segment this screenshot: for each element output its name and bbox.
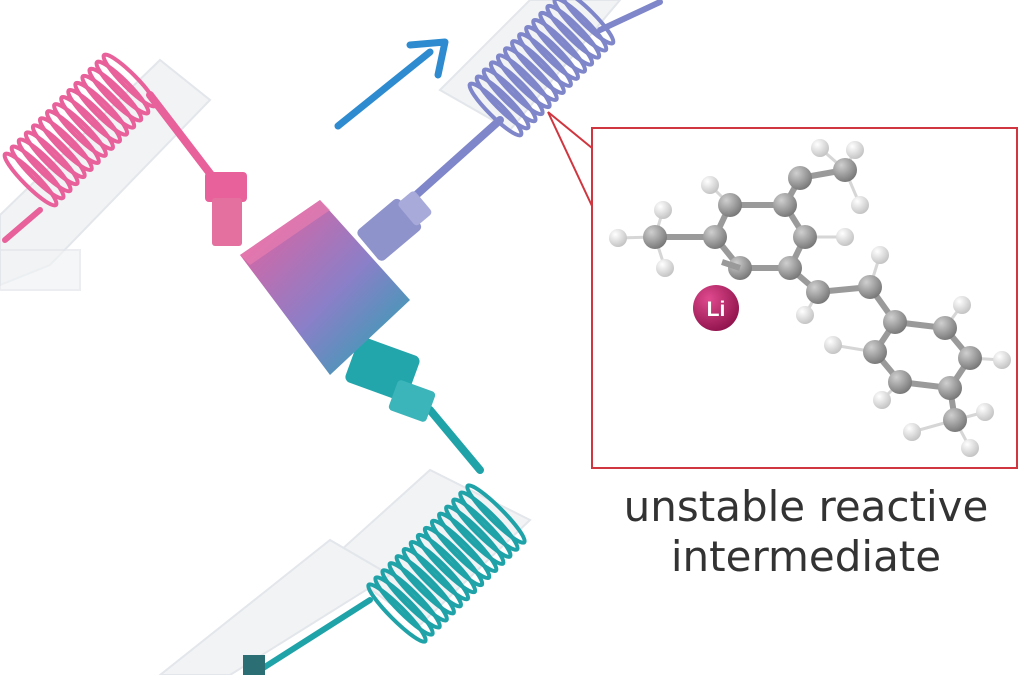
teal-fitting	[345, 337, 436, 422]
outlet-fitting	[243, 655, 265, 675]
caption-line-2: intermediate	[670, 532, 942, 581]
intermediate-caption: unstable reactive intermediate	[596, 482, 1016, 582]
blue-fitting	[357, 191, 432, 261]
lithium-atom: Li	[693, 285, 739, 331]
pink-fitting	[205, 172, 247, 246]
tubing	[2, 0, 663, 673]
pink-tube-coil	[2, 52, 158, 208]
molecule-model: Li	[609, 139, 1011, 457]
blue-tube-coil	[467, 0, 616, 138]
teal-tube-coil	[366, 483, 527, 644]
zoom-callout-lines	[547, 111, 593, 207]
caption-line-1: unstable reactive	[623, 482, 989, 531]
lithium-label: Li	[707, 298, 726, 321]
flow-direction-arrow	[334, 38, 449, 130]
t-mixer	[240, 200, 410, 375]
